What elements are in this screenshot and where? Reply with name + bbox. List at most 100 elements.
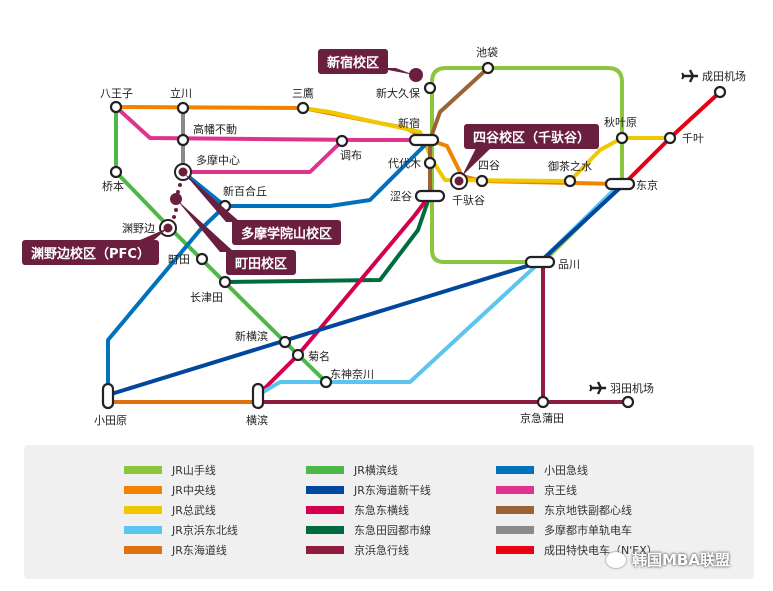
label-yoyogi: 代代木 <box>388 157 421 170</box>
station-yoyogi[interactable] <box>423 156 437 170</box>
legend-label: JR山手线 <box>172 464 216 477</box>
station-chofu[interactable] <box>335 134 349 148</box>
legend-swatch <box>124 526 162 534</box>
station-yotsuya[interactable] <box>475 174 489 188</box>
legend-swatch <box>124 466 162 474</box>
label-takahata-fudo: 高幡不動 <box>193 122 237 136</box>
label-shin-yurigaoka: 新百合丘 <box>223 184 267 198</box>
legend-item: 京浜急行线 <box>306 541 409 559</box>
label-shin-okubo: 新大久保 <box>376 86 420 100</box>
station-shibuya[interactable] <box>414 189 446 203</box>
label-shinjuku: 新宿 <box>398 116 420 130</box>
line-keio-sagamihara <box>181 139 344 174</box>
label-tachikawa: 立川 <box>170 86 192 100</box>
legend-label: 小田急线 <box>544 464 588 477</box>
station-shinjuku[interactable] <box>408 133 440 147</box>
label-mitaka: 三鷹 <box>292 86 314 100</box>
legend-item: JR山手线 <box>124 461 216 479</box>
station-takahata-fudo[interactable] <box>176 133 190 147</box>
station-chiba[interactable] <box>663 131 677 145</box>
station-keikyu-kamata[interactable] <box>536 395 550 409</box>
station-akihabara[interactable] <box>615 131 629 145</box>
legend-swatch <box>306 486 344 494</box>
legend-label: 东急东横线 <box>354 504 409 517</box>
station-hachioji[interactable] <box>109 100 123 114</box>
label-akihabara: 秋叶原 <box>604 115 637 129</box>
legend-swatch <box>306 546 344 554</box>
station-machida[interactable] <box>195 252 209 266</box>
label-keikyu-kamata: 京急蒲田 <box>520 411 564 425</box>
legend-label: JR横滨线 <box>354 464 398 477</box>
legend-swatch <box>124 486 162 494</box>
label-haneda-airport: 羽田机场 <box>610 381 654 395</box>
airplane-icon-haneda <box>589 381 606 395</box>
station-shinagawa[interactable] <box>524 255 556 269</box>
legend-label: JR东海道新干线 <box>354 484 431 497</box>
legend-item: JR东海道线 <box>124 541 227 559</box>
legend-label: JR总武线 <box>172 504 216 517</box>
station-narita-airport[interactable] <box>713 85 727 99</box>
line-toyoko <box>256 193 432 397</box>
label-higashi-kanagawa: 东神奈川 <box>330 367 374 381</box>
label-ochanomizu: 御茶之水 <box>548 159 592 173</box>
legend-item: JR中央线 <box>124 481 216 499</box>
station-nagatsuta[interactable] <box>218 275 232 289</box>
station-tokyo[interactable] <box>604 177 636 191</box>
legend-label: 多摩都市单轨电车 <box>544 524 632 537</box>
label-odawara: 小田原 <box>94 414 127 427</box>
legend-swatch <box>496 466 534 474</box>
legend-label: 京浜急行线 <box>354 544 409 557</box>
legend-swatch <box>306 526 344 534</box>
legend-label: 成田特快电车（N'EX） <box>544 544 658 557</box>
watermark: 韩国MBA联盟 <box>606 549 730 570</box>
legend-label: 东急田园都市線 <box>354 524 431 537</box>
label-hashimoto: 桥本 <box>102 179 124 193</box>
legend-item: JR横滨线 <box>306 461 398 479</box>
station-yokohama[interactable] <box>251 382 265 410</box>
legend-label: JR京浜东北线 <box>172 524 238 537</box>
station-odawara[interactable] <box>101 382 115 410</box>
label-nagatsuta: 长津田 <box>190 291 223 304</box>
station-higashi-kanagawa[interactable] <box>319 375 333 389</box>
legend-item: 京王线 <box>496 481 577 499</box>
station-ochanomizu[interactable] <box>563 174 577 188</box>
campus-dot-shinjuku[interactable] <box>409 68 423 82</box>
station-kikuna[interactable] <box>291 348 305 362</box>
line-yamanote <box>430 66 624 264</box>
station-mitaka[interactable] <box>296 101 310 115</box>
legend-swatch <box>124 506 162 514</box>
legend-item: JR东海道新干线 <box>306 481 431 499</box>
label-shibuya: 涩谷 <box>390 190 412 203</box>
callout-shinjuku-campus[interactable]: 新宿校区 <box>318 49 389 74</box>
callout-yotsuya-campus[interactable]: 四谷校区（千驮谷） <box>464 124 600 149</box>
legend-swatch <box>496 506 534 514</box>
label-tama-center: 多摩中心 <box>196 153 240 167</box>
station-shin-yokohama[interactable] <box>278 335 292 349</box>
station-haneda-airport[interactable] <box>621 395 635 409</box>
airplane-icon-narita <box>681 69 698 83</box>
callout-machida-campus[interactable]: 町田校区 <box>226 250 297 275</box>
legend-item: 东急田园都市線 <box>306 521 431 539</box>
label-narita-airport: 成田机场 <box>702 69 746 83</box>
callout-tama-campus[interactable]: 多摩学院山校区 <box>232 220 342 245</box>
legend-swatch <box>306 466 344 474</box>
legend-swatch <box>124 546 162 554</box>
label-machida: 町田 <box>168 253 190 266</box>
station-hashimoto[interactable] <box>109 165 123 179</box>
legend-label: JR中央线 <box>172 484 216 497</box>
callout-fuchinobe-campus[interactable]: 渊野边校区（PFC） <box>22 240 159 265</box>
legend-item: JR京浜东北线 <box>124 521 238 539</box>
rail-map: 八王子 立川 三鷹 新大久保 池袋 成田机场 秋叶原 千叶 新宿 高幡不動 调布… <box>94 45 746 427</box>
legend-swatch <box>496 546 534 554</box>
station-ikebukuro[interactable] <box>481 61 495 75</box>
legend-label: JR东海道线 <box>172 544 227 557</box>
label-yotsuya: 四谷 <box>478 159 500 172</box>
legend: JR山手线 JR中央线 JR总武线 JR京浜东北线 JR东海道线 JR横滨线 JR东海道新干… <box>24 445 754 579</box>
label-sendagaya: 千驮谷 <box>452 193 485 207</box>
label-chofu: 调布 <box>340 149 362 162</box>
label-ikebukuro: 池袋 <box>476 45 498 59</box>
legend-item: 多摩都市单轨电车 <box>496 521 632 539</box>
station-tachikawa[interactable] <box>176 101 190 115</box>
label-shin-yokohama: 新横滨 <box>235 329 268 343</box>
station-shin-okubo[interactable] <box>423 81 437 95</box>
